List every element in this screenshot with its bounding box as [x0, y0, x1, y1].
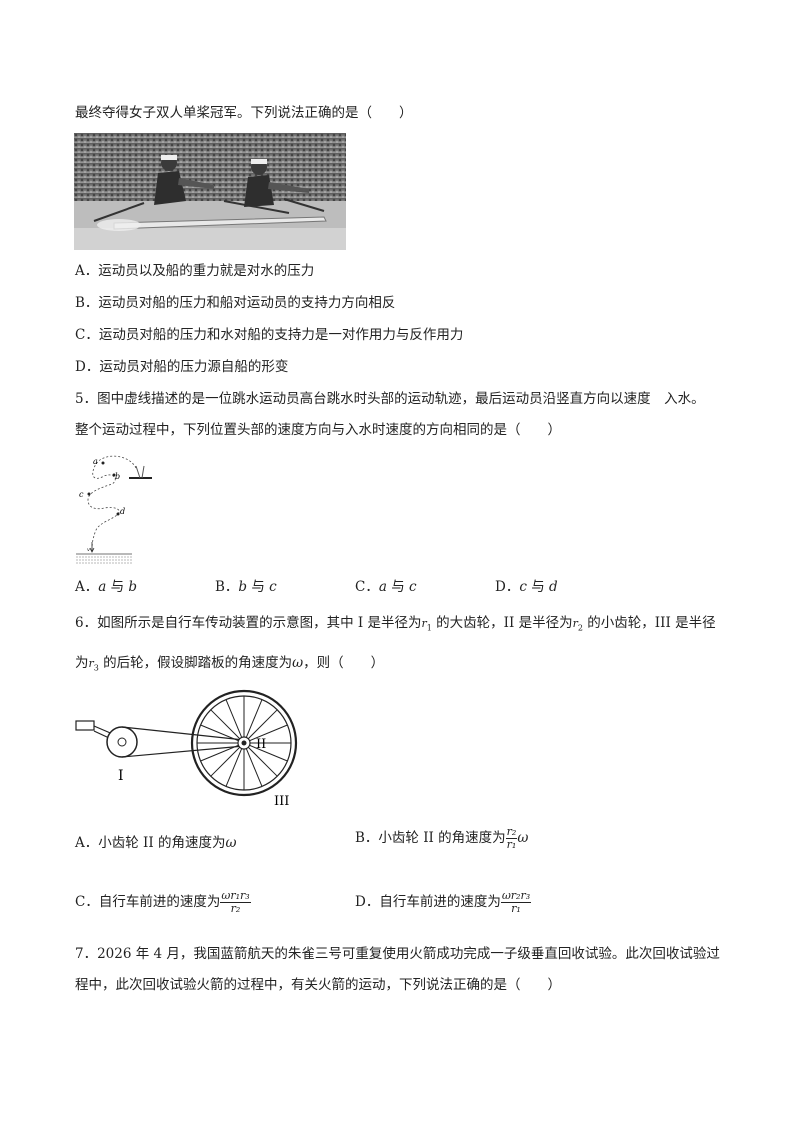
- q4-option-a: A．运动员以及船的重力就是对水的压力: [75, 263, 315, 279]
- bicycle-transmission-figure: I II III: [75, 689, 298, 808]
- q5-stem-line2: 整个运动过程中，下列位置头部的速度方向与入水时速度的方向相同的是（ ）: [75, 422, 561, 438]
- point-a-label: a: [93, 457, 98, 466]
- q7-stem-line1: 7．2026 年 4 月，我国蓝箭航天的朱雀三号可重复使用火箭成功完成一子级垂直…: [75, 946, 720, 962]
- diving-trajectory-figure: a b c d v: [76, 455, 152, 564]
- gear-ii-label: II: [256, 737, 266, 752]
- q6-option-a: A．小齿轮 II 的角速度为ω: [75, 835, 237, 851]
- q5-option-d: D．c 与 d: [495, 579, 558, 595]
- q7-stem-line2: 程中，此次回收试验火箭的过程中，有关火箭的运动，下列说法正确的是（ ）: [75, 977, 561, 993]
- wheel-iii-label: III: [274, 794, 289, 808]
- point-b-label: b: [115, 472, 120, 481]
- point-c-label: c: [79, 490, 84, 499]
- gear-i-label: I: [118, 768, 124, 784]
- q4-option-d: D．运动员对船的压力源自船的形变: [75, 359, 289, 375]
- q4-stem: 最终夺得女子双人单桨冠军。下列说法正确的是（ ）: [75, 105, 413, 121]
- velocity-label: v: [87, 547, 90, 553]
- q6-stem-line1: 6．如图所示是自行车传动装置的示意图，其中 I 是半径为r1 的大齿轮，II 是…: [75, 615, 716, 633]
- q5-option-a: A．a 与 b: [75, 579, 138, 595]
- q4-option-b: B．运动员对船的压力和船对运动员的支持力方向相反: [75, 295, 396, 311]
- q5-option-c: C．a 与 c: [355, 579, 417, 595]
- q5-option-b: B．b 与 c: [215, 579, 277, 595]
- rowing-photo: [74, 133, 346, 250]
- q5-stem-line1: 5．图中虚线描述的是一位跳水运动员高台跳水时头部的运动轨迹，最后运动员沿竖直方向…: [75, 391, 705, 407]
- point-d-label: d: [120, 507, 125, 516]
- q6-stem-line2: 为r3 的后轮，假设脚踏板的角速度为ω，则（ ）: [75, 655, 385, 673]
- q4-option-c: C．运动员对船的压力和水对船的支持力是一对作用力与反作用力: [75, 327, 464, 343]
